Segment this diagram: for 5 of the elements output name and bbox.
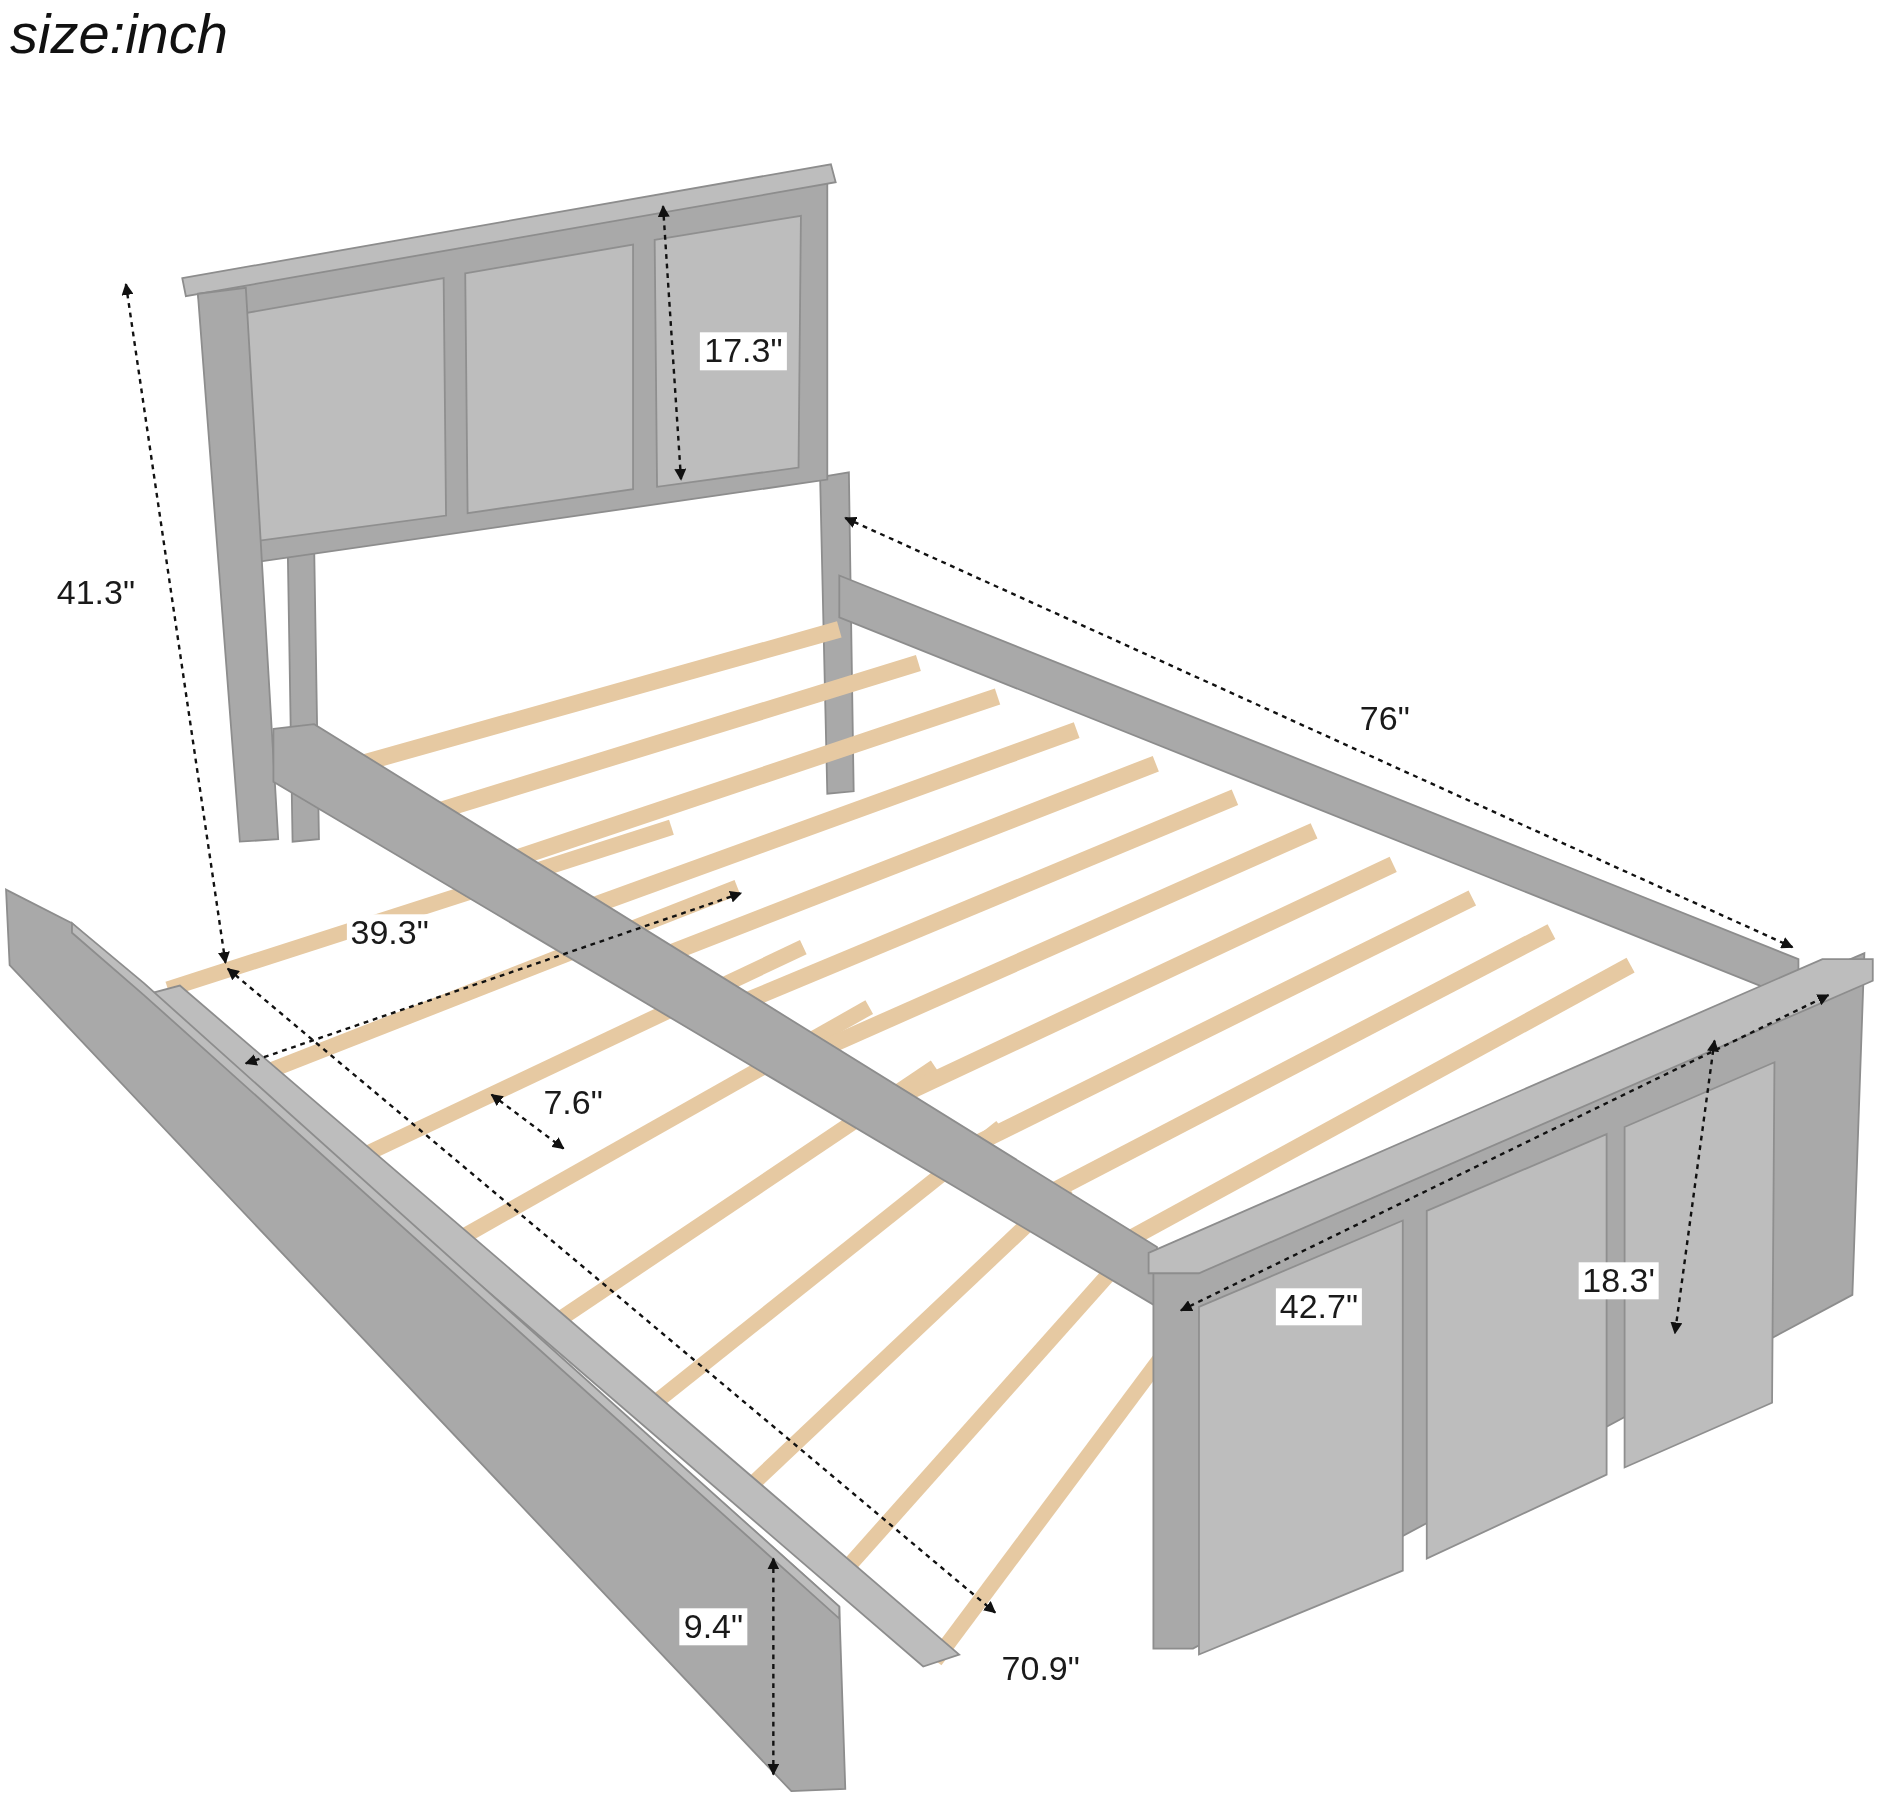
unit-heading: size:inch	[10, 1, 228, 67]
dimension-label: 18.3'	[1578, 1261, 1659, 1300]
dimension-label: 9.4"	[679, 1608, 748, 1646]
dimension-label: 17.3"	[700, 332, 787, 370]
dimension-label: 42.7"	[1275, 1288, 1362, 1326]
